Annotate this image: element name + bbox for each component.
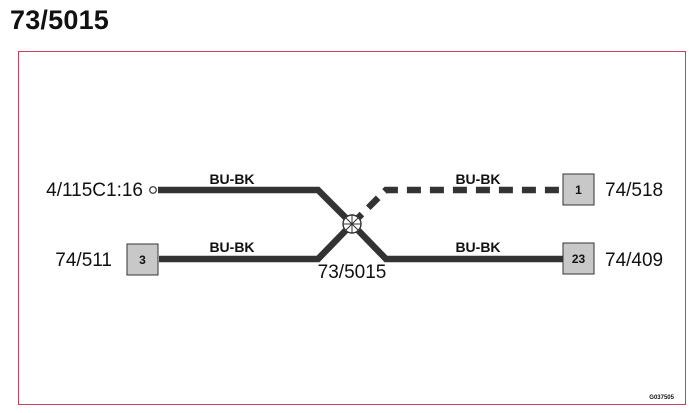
pin-label-top-right: 1 xyxy=(575,183,582,197)
connection-label-top-right: 74/518 xyxy=(605,180,663,201)
wire-bottom-right[interactable] xyxy=(349,221,563,263)
wire-label-bottom-left: BU-BK xyxy=(209,239,254,255)
diagram-frame xyxy=(18,51,686,405)
wire-label-top-right: BU-BK xyxy=(455,171,500,187)
pin-box-bottom-right[interactable] xyxy=(562,242,595,275)
wire-label-top-left: BU-BK xyxy=(209,171,254,187)
wire-top-left[interactable] xyxy=(158,186,355,227)
wire-bottom-left[interactable] xyxy=(159,221,355,263)
splice-label: 73/5015 xyxy=(318,262,387,283)
splice-node-icon[interactable] xyxy=(342,214,362,234)
wire-top-right[interactable] xyxy=(349,186,563,227)
pin-box-top-right[interactable] xyxy=(562,173,595,206)
connection-label-bottom-right: 74/409 xyxy=(605,250,663,271)
pin-label-bottom-right: 23 xyxy=(572,252,586,266)
pin-box-bottom-left[interactable] xyxy=(126,243,159,276)
page-title: 73/5015 xyxy=(10,5,109,35)
reference-code: G037505 xyxy=(649,395,674,401)
wire-label-bottom-right: BU-BK xyxy=(455,239,500,255)
open-terminal-icon[interactable] xyxy=(149,186,157,194)
connection-label-bottom-left: 74/511 xyxy=(55,250,112,271)
pin-label-bottom-left: 3 xyxy=(139,253,146,267)
connection-label-top-left: 4/115C1:16 xyxy=(46,180,143,201)
